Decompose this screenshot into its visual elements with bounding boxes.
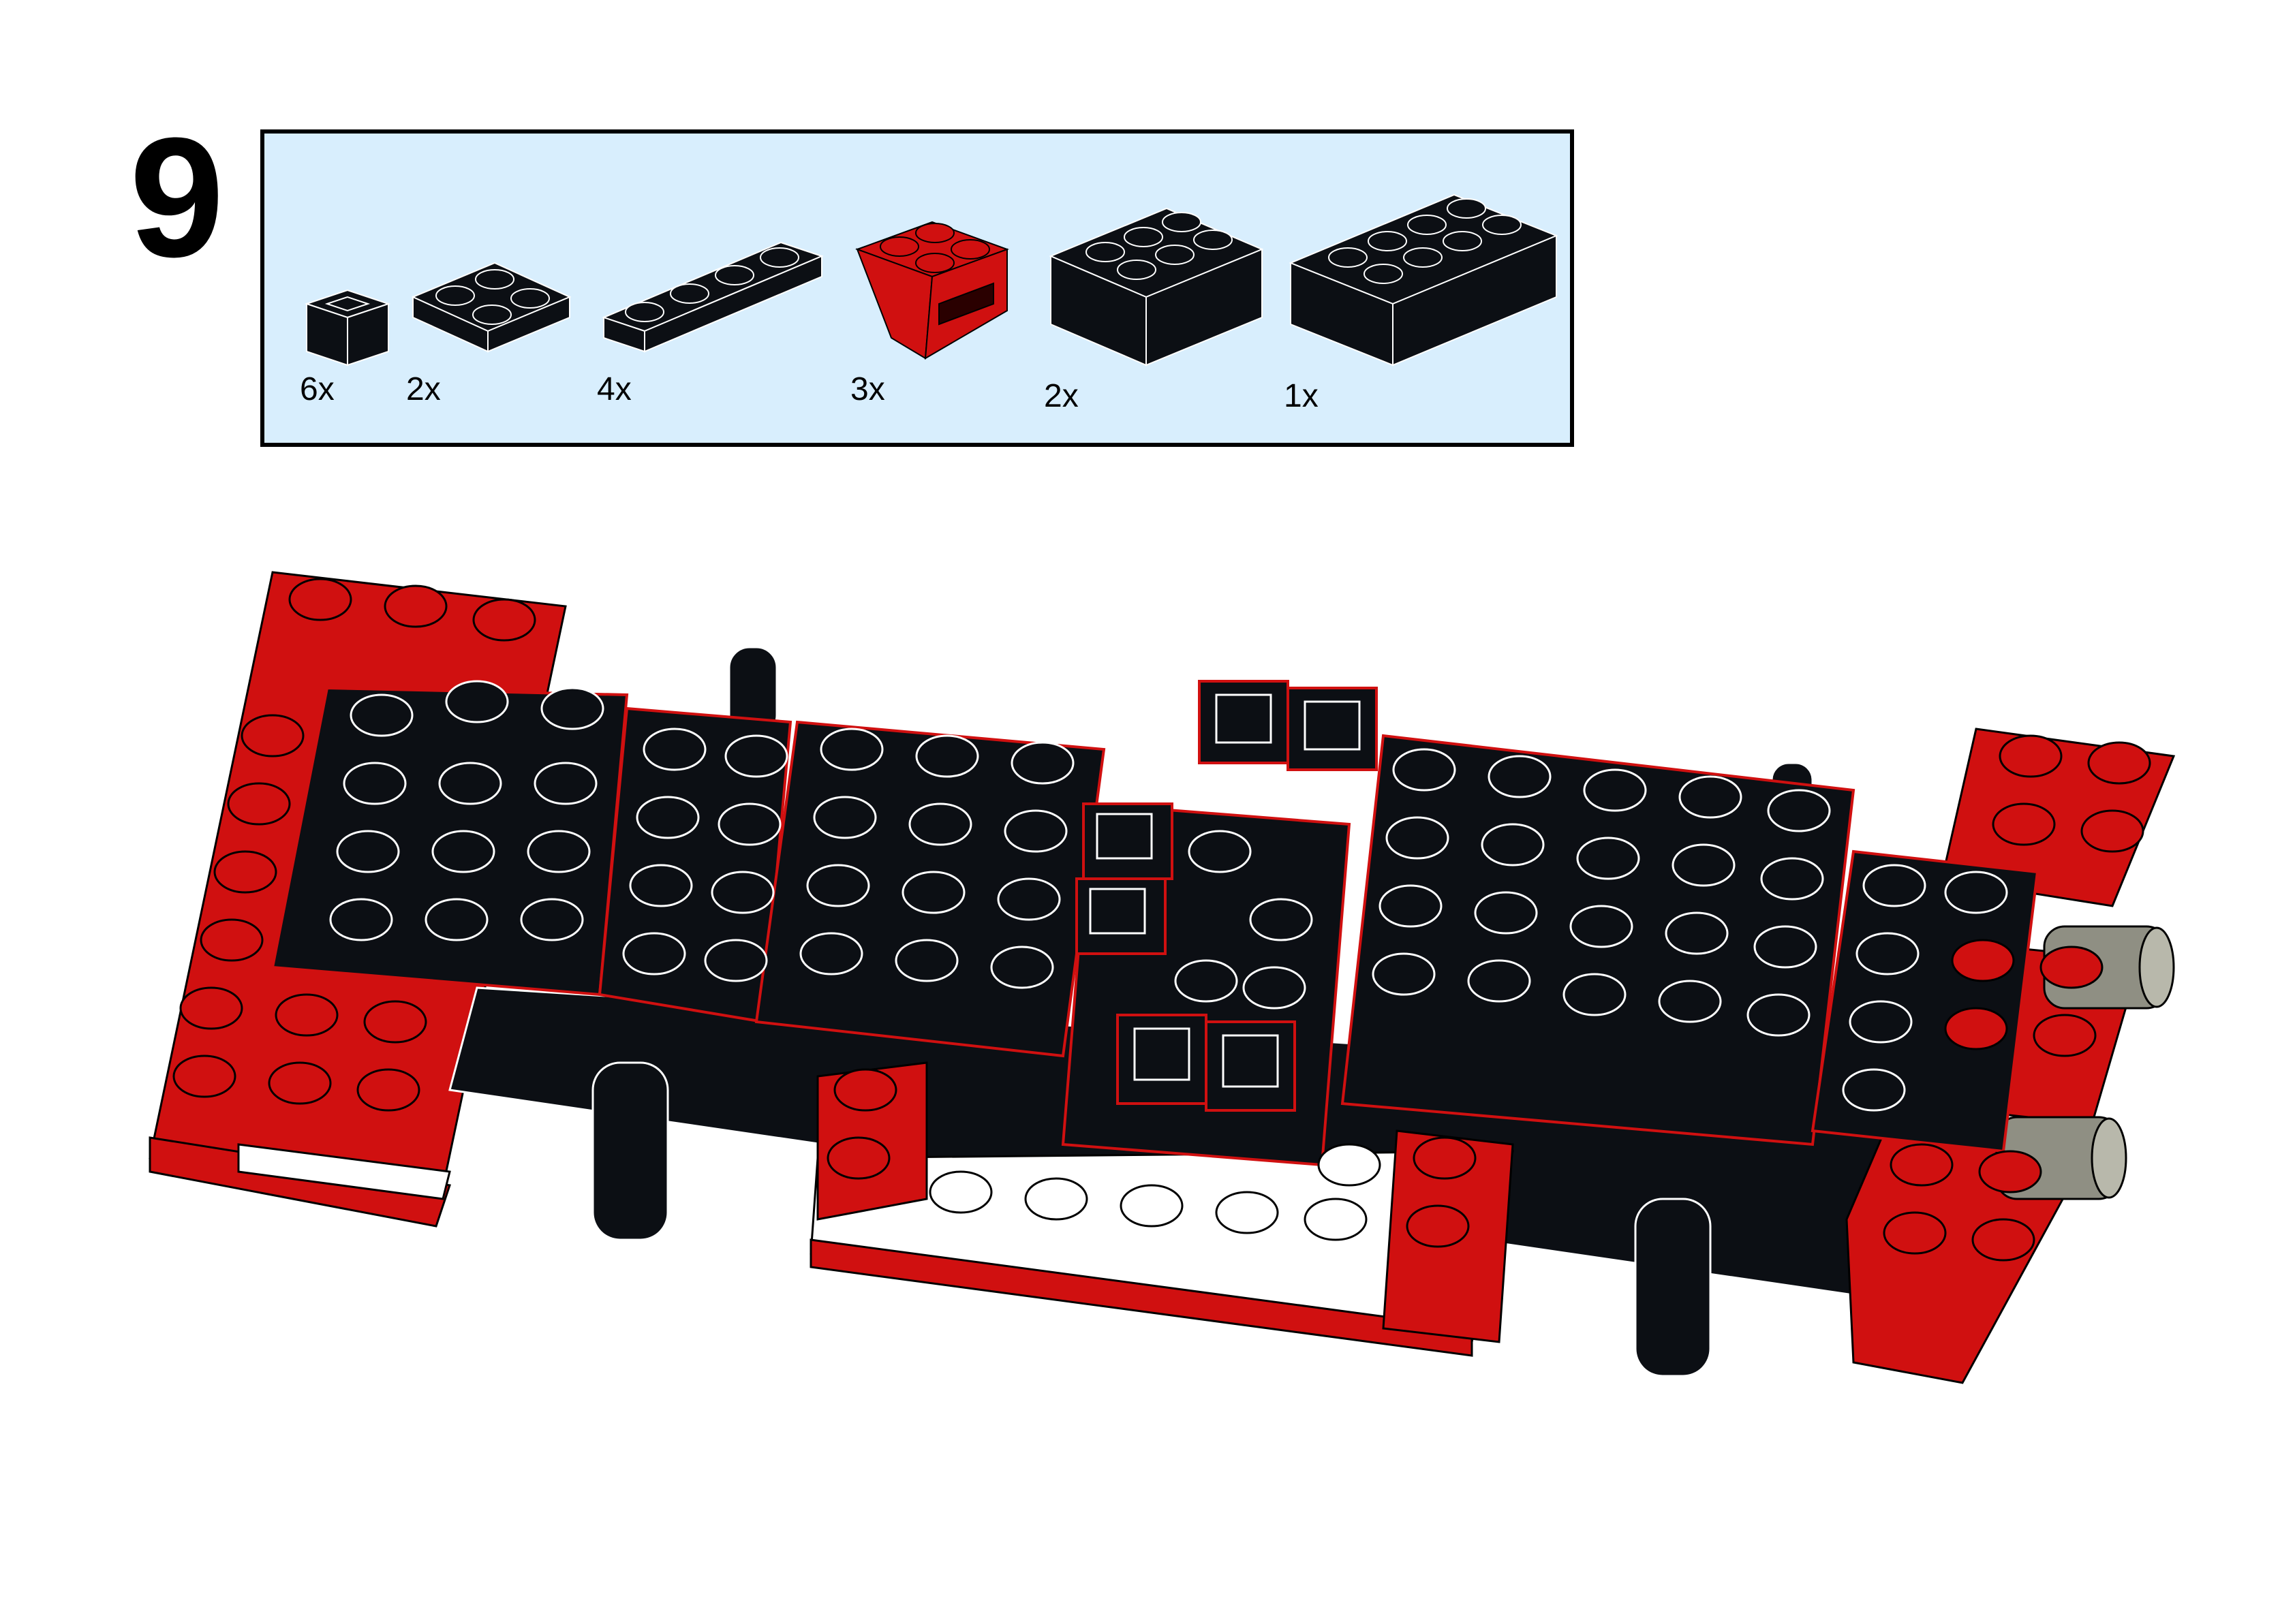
part-quantity: 6x: [300, 371, 335, 407]
black-2x2-plate-icon: [411, 262, 572, 353]
parts-list-panel: 6x 2x 4x: [260, 129, 1574, 447]
black-1x1-brick-openings: [1089, 693, 1361, 1088]
studs: [329, 680, 2008, 1112]
part-quantity: 2x: [406, 371, 441, 407]
black-1x1-bricks: [1075, 680, 1378, 1112]
black-2x4-brick-icon: [1289, 193, 1558, 366]
part-quantity: 4x: [597, 371, 632, 407]
part-quantity: 1x: [1284, 378, 1319, 414]
black-1x1-brick-icon: [304, 289, 391, 366]
part-quantity: 3x: [850, 371, 885, 407]
white-studs: [929, 1143, 1381, 1241]
axle-pins: [591, 646, 1814, 1377]
black-1x4-plate-icon: [602, 241, 824, 353]
red-2x2-inverted-slope-icon: [855, 221, 1009, 360]
step-number: 9: [129, 102, 225, 292]
red-studs: [172, 578, 2151, 1262]
part-quantity: 2x: [1044, 378, 1079, 414]
black-2x3-brick-icon: [1049, 207, 1264, 366]
